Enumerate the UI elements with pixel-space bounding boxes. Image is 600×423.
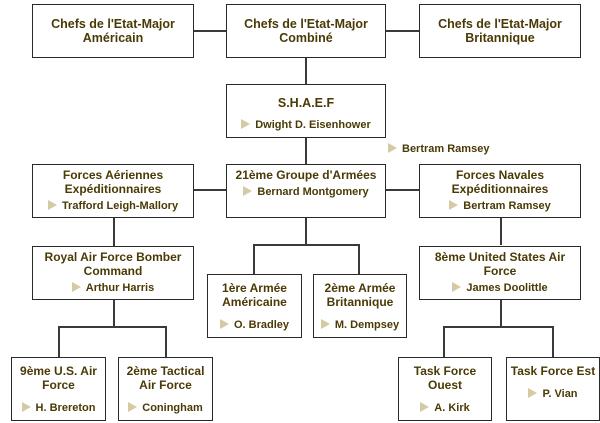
uk-2nd-army-commander: M. Dempsey — [314, 318, 406, 332]
uk-chiefs-title: Chefs de l'Etat-Major Britannique — [438, 17, 562, 45]
pointer-icon — [420, 402, 430, 412]
box-us-1st-army: 1ère Armée Américaine O. Bradley — [207, 274, 302, 338]
box-21st-army-group: 21ème Groupe d'Armées Bernard Montgomery — [226, 164, 386, 218]
box-raf-bomber-command: Royal Air Force Bomber Command Arthur Ha… — [32, 246, 194, 300]
raf-bomber-commander: Arthur Harris — [33, 281, 193, 295]
box-expeditionary-naval-forces: Forces Navales Expéditionnaires Bertram … — [419, 164, 581, 218]
shaef-title: S.H.A.E.F — [277, 96, 335, 110]
connector-combined-shaef — [305, 58, 307, 84]
expeditionary-naval-commander: Bertram Ramsey — [420, 199, 580, 213]
usaf-8th-commander: James Doolittle — [420, 281, 580, 295]
box-task-force-east: Task Force Est P. Vian — [506, 357, 600, 421]
box-uk-chiefs: Chefs de l'Etat-Major Britannique — [419, 4, 581, 58]
connector-8th-down — [500, 300, 502, 326]
pointer-icon — [452, 282, 462, 292]
connector-to-tf-west — [443, 326, 445, 357]
box-9th-usaf: 9ème U.S. Air Force H. Brereton — [11, 357, 106, 421]
pointer-icon — [71, 282, 81, 292]
pointer-icon — [21, 402, 31, 412]
connector-to-9th — [58, 326, 60, 357]
combined-chiefs-title: Chefs de l'Etat-Major Combiné — [244, 17, 368, 45]
tactical-2nd-title: 2ème Tactical Air Force — [126, 364, 205, 392]
box-uk-2nd-army: 2ème Armée Britannique M. Dempsey — [313, 274, 407, 338]
connector-shaef-armygroup — [305, 138, 307, 164]
pointer-icon — [241, 119, 251, 129]
connector-left-bar — [58, 326, 167, 328]
connector-raf-down — [113, 300, 115, 326]
pointer-icon — [128, 402, 138, 412]
box-task-force-west: Task Force Ouest A. Kirk — [398, 357, 492, 421]
shaef-commander: Dwight D. Eisenhower — [227, 118, 385, 132]
connector-to-1st-army — [253, 244, 255, 274]
expeditionary-air-title: Forces Aériennes Expéditionnaires — [62, 168, 164, 196]
connector-top-right — [385, 30, 420, 32]
army-group-title: 21ème Groupe d'Armées — [235, 168, 377, 182]
pointer-icon — [528, 388, 538, 398]
connector-naval-8th — [500, 218, 502, 245]
box-expeditionary-air-forces: Forces Aériennes Expéditionnaires Traffo… — [32, 164, 194, 218]
connector-air-armygroup — [194, 189, 227, 191]
connector-armygroup-naval — [385, 189, 420, 191]
tf-west-commander: A. Kirk — [399, 401, 491, 415]
us-1st-army-title: 1ère Armée Américaine — [222, 281, 287, 309]
pointer-icon — [47, 200, 57, 210]
tf-west-title: Task Force Ouest — [413, 364, 477, 392]
army-group-commander: Bernard Montgomery — [227, 185, 385, 199]
usaf-9th-commander: H. Brereton — [12, 401, 105, 415]
connector-to-tf-east — [552, 326, 554, 357]
shaef-naval-note: Bertram Ramsey — [388, 143, 489, 155]
box-8th-usaf: 8ème United States Air Force James Dooli… — [419, 246, 581, 300]
connector-air-raf — [113, 218, 115, 246]
pointer-icon — [219, 319, 229, 329]
expeditionary-naval-title: Forces Navales Expéditionnaires — [451, 168, 549, 196]
connector-to-2nd-army — [358, 244, 360, 274]
connector-armygroup-down — [305, 218, 307, 244]
uk-2nd-army-title: 2ème Armée Britannique — [324, 281, 396, 309]
raf-bomber-title: Royal Air Force Bomber Command — [44, 250, 182, 278]
us-1st-army-commander: O. Bradley — [208, 318, 301, 332]
box-shaef: S.H.A.E.F Dwight D. Eisenhower — [226, 84, 386, 138]
tactical-2nd-commander: Coningham — [119, 401, 212, 415]
pointer-icon — [243, 186, 253, 196]
us-chiefs-title: Chefs de l'Etat-Major Américain — [51, 17, 175, 45]
pointer-icon — [320, 319, 330, 329]
connector-to-2nd-tactical — [165, 326, 167, 357]
connector-right-bar — [443, 326, 554, 328]
box-combined-chiefs: Chefs de l'Etat-Major Combiné — [226, 4, 386, 58]
usaf-8th-title: 8ème United States Air Force — [434, 250, 566, 278]
pointer-icon — [388, 143, 397, 153]
pointer-icon — [449, 200, 459, 210]
expeditionary-air-commander: Trafford Leigh-Mallory — [33, 199, 193, 213]
tf-east-commander: P. Vian — [507, 387, 599, 401]
connector-armies-bar — [253, 244, 360, 246]
tf-east-title: Task Force Est — [510, 364, 596, 378]
connector-top-left — [194, 30, 227, 32]
usaf-9th-title: 9ème U.S. Air Force — [20, 364, 97, 392]
box-us-chiefs: Chefs de l'Etat-Major Américain — [32, 4, 194, 58]
box-2nd-tactical-air-force: 2ème Tactical Air Force Coningham — [118, 357, 213, 421]
